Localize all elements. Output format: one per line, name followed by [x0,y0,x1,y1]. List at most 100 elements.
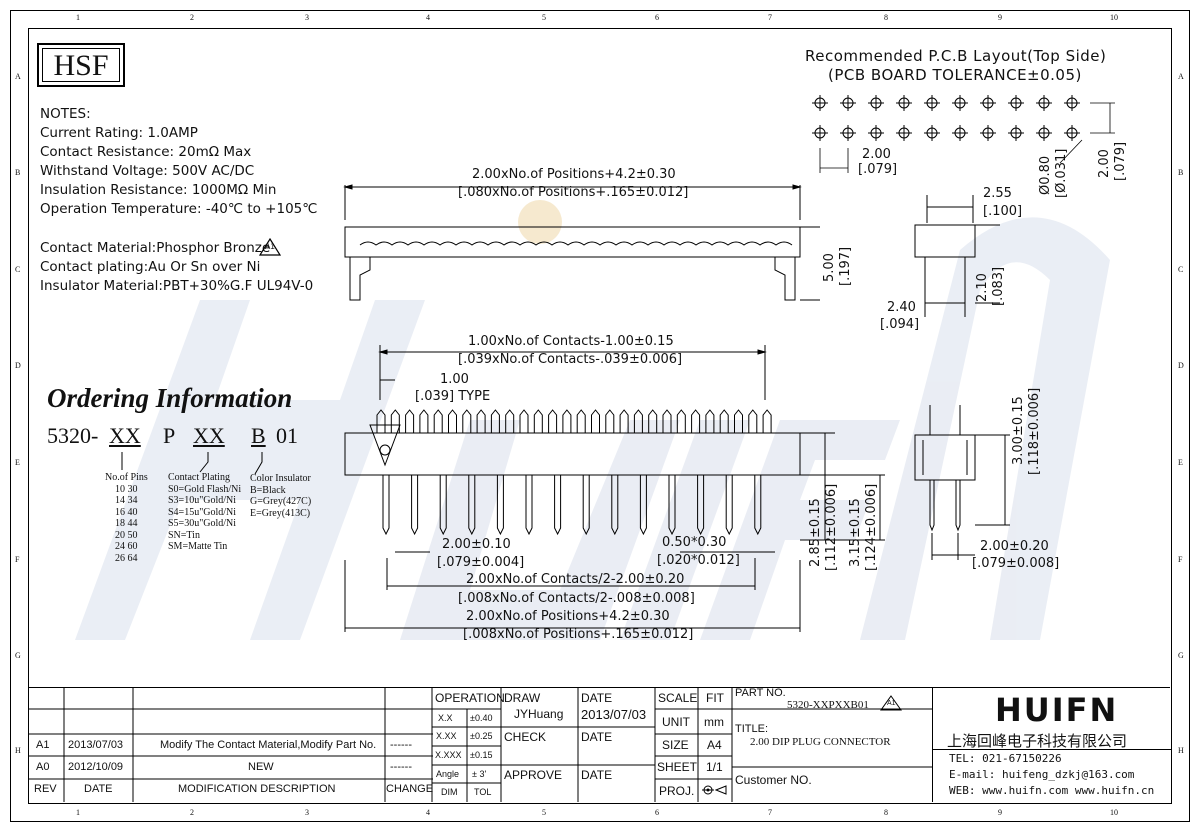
contact-tip [748,409,758,433]
pcb-pitch-in: [.079] [858,162,898,177]
pins-list: No.of Pins 10 30 14 34 16 40 18 44 20 50… [105,472,148,564]
note-line: Current Rating: 1.0AMP [40,125,198,141]
zone-row: A [15,72,21,81]
plating-title: Contact Plating [168,472,230,483]
contact-tip [576,409,586,433]
plating-item: S3=10u"Gold/Ni [168,495,237,506]
contact-pin [554,475,562,536]
top-view-drawing [343,184,820,301]
contact-tip [705,409,715,433]
zone-col: 7 [768,13,772,22]
contact-tip [662,409,672,433]
code-pins: XX [109,423,141,448]
color-title: Color Insulator [250,473,311,484]
side-base: 2.40 [887,300,916,315]
contact-pin [754,475,762,536]
front-contacts: 1.00xNo.of Contacts-1.00±0.15 [468,334,674,349]
rev-date-cell: 2012/10/09 [68,761,124,773]
notes-block: NOTES: Current Rating: 1.0AMP Contact Re… [40,105,317,219]
zone-col: 5 [542,808,546,817]
code-suffix: 01 [276,423,298,448]
approval-grid [432,687,932,802]
note-line: Contact Resistance: 20mΩ Max [40,144,252,160]
size-value: A4 [707,738,722,752]
zone-row: C [1178,265,1184,274]
front-pin: 0.50*0.30 [662,535,727,550]
pins-item: 14 34 [115,495,138,506]
plating-item: SM=Matte Tin [168,541,228,552]
zone-row: A [1178,72,1184,81]
zone-row: F [1178,555,1183,564]
contact-tip [619,409,629,433]
scale-label: SCALE [658,691,698,705]
front-type: 1.00 [440,372,469,387]
part-rev-triangle-icon [880,695,902,711]
contact-tip [562,409,572,433]
zone-row: C [15,265,21,274]
contact-tip [448,409,457,433]
revision-mark: A1 [265,242,275,251]
date-header: DATE [84,783,113,795]
front-view-drawing [344,345,885,632]
contact-pin [697,475,705,536]
plating-item: SN=Tin [168,529,200,541]
rev-cell: A0 [36,761,50,773]
check-label: CHECK [504,730,547,744]
contact-pin [411,475,419,536]
pins-item: 16 40 [115,506,138,518]
zone-col: 4 [426,13,430,22]
material-line: Contact plating:Au Or Sn over Ni [40,259,261,275]
material-line: Insulator Material:PBT+30%G.F UL94V-0 [40,278,314,294]
contact-tip [419,409,429,433]
front-contacts-in: [.039xNo.of Contacts-.039±0.006] [458,352,683,367]
zone-col: 6 [655,808,659,817]
pcb-hole-in: [Ø.031] [1054,148,1069,198]
huifn-logo: HUIFN [995,691,1119,729]
zone-row: E [15,458,20,467]
front-h1-in: [.112±0.006] [824,483,839,571]
part-no-label: PART NO. [735,687,786,699]
zone-col: 9 [998,808,1002,817]
color-item: G=Grey(427C) [250,496,312,507]
pins-item: 20 50 [115,529,138,541]
front-pitch: 2.00±0.10 [442,537,511,552]
draw-label: DRAW [504,691,541,705]
drawing-outer-border [10,10,1190,822]
color-item: E=Grey(413C) [250,507,311,519]
front-half: 2.00xNo.of Contacts/2-2.00±0.20 [466,572,685,587]
zone-row: H [1178,746,1184,755]
front-h2-in: [.124±0.006] [864,483,879,571]
company-web: WEB: www.huifn.com www.huifn.cn [949,784,1155,797]
contact-tip [591,409,600,433]
tol-key: X.XXX [435,750,462,760]
contact-pin [639,475,647,536]
zone-col: 3 [305,808,309,817]
contact-pin [611,475,619,536]
zone-col: 1 [76,13,80,22]
check-date-label: DATE [581,730,613,744]
contact-pin [525,475,533,536]
plating-item: S5=30u"Gold/Ni [168,518,237,529]
zone-col: 8 [884,13,888,22]
end-view-drawing [914,405,1010,560]
zone-col: 8 [884,808,888,817]
contact-tip [476,409,486,433]
contact-pin [496,475,504,536]
pins-item: 24 60 [115,541,138,552]
tol-value: ±0.40 [470,713,493,723]
zone-col: 6 [655,13,659,22]
side-h-in: [.083] [991,266,1006,306]
pins-item: 26 64 [115,552,138,564]
note-line: Withstand Voltage: 500V AC/DC [40,163,255,179]
end-w-in: [.079±0.008] [972,556,1060,571]
tol-key: Angle [436,769,460,779]
color-item: B=Black [250,484,286,496]
unit-value: mm [704,715,724,729]
tol-value: ±0.15 [470,750,493,760]
zone-col: 7 [768,808,772,817]
rev-change-cell: ------ [390,761,412,773]
top-length-in: [.080xNo.of Positions+.165±0.012] [458,185,689,200]
pcb-title: Recommended P.C.B Layout(Top Side) [805,47,1107,65]
rev-header: REV [34,783,57,795]
zone-col: 10 [1110,808,1118,817]
